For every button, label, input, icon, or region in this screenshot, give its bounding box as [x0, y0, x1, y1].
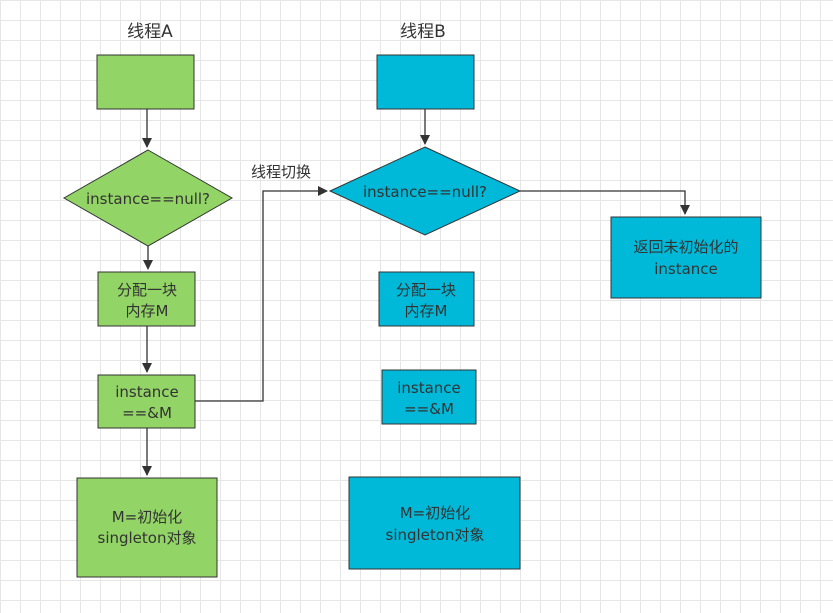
- thread-b-init-line2: singleton对象: [386, 526, 485, 544]
- thread-a-init-line2: singleton对象: [98, 529, 197, 547]
- thread-b-null-check-label: instance==null?: [363, 183, 487, 201]
- arrow-b-check-to-return: [520, 190, 690, 215]
- thread-a-assign-line2: ==&M: [122, 404, 172, 422]
- thread-a-title: 线程A: [127, 22, 173, 42]
- thread-a-alloc-line1: 分配一块: [117, 281, 177, 299]
- thread-b-null-check-diamond: [328, 146, 522, 236]
- thread-a-alloc-line2: 内存M: [126, 302, 169, 320]
- thread-a-assign-line1: instance: [115, 383, 179, 401]
- thread-b-assign-box: [381, 369, 477, 425]
- thread-b-return-line1: 返回未初始化的: [633, 238, 738, 256]
- thread-b-assign-line1: instance: [397, 379, 461, 397]
- thread-a-init-line1: M=初始化: [112, 508, 183, 526]
- thread-a-start-box: [96, 54, 195, 110]
- thread-b-alloc-line1: 分配一块: [396, 281, 456, 299]
- thread-b-init-box: [348, 476, 521, 570]
- thread-a-null-check-label: instance==null?: [86, 190, 210, 208]
- thread-b-assign-line2: ==&M: [404, 400, 454, 418]
- thread-b-alloc-line2: 内存M: [405, 302, 448, 320]
- thread-b-return-box: [610, 216, 762, 299]
- thread-b-init-line1: M=初始化: [400, 504, 471, 522]
- thread-switch-label: 线程切换: [251, 163, 311, 181]
- thread-a-alloc-box: [97, 271, 196, 327]
- thread-b-return-line2: instance: [654, 260, 718, 278]
- thread-b-alloc-box: [378, 271, 475, 327]
- thread-a-init-box: [76, 477, 218, 578]
- thread-b-title: 线程B: [400, 22, 446, 42]
- thread-switch-connector: [195, 186, 328, 402]
- thread-b-start-box: [376, 54, 475, 110]
